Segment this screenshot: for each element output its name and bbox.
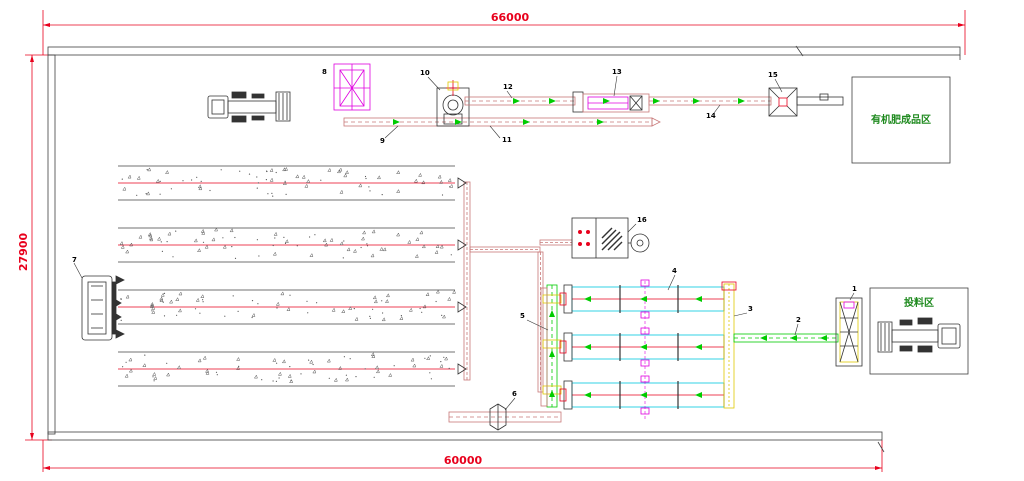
- label-12: 12: [503, 83, 513, 91]
- finished-product-zone: 有机肥成品区: [851, 76, 951, 164]
- building-outline: [47, 45, 961, 453]
- label-13: 13: [612, 68, 622, 76]
- top-dimension-label: 66000: [491, 11, 530, 24]
- flow-arrow-ferm-c-2: [695, 392, 702, 398]
- flow-arrows: [393, 98, 827, 398]
- chain-conveyor-3: [721, 281, 737, 409]
- label-7: 7: [72, 256, 77, 264]
- flow-arrow-vertical-0: [549, 310, 555, 317]
- label-10: 10: [420, 69, 430, 77]
- fermenters-4: [559, 279, 725, 420]
- flow-arrow-upper-3: [653, 98, 660, 104]
- blower-16: [571, 217, 650, 259]
- conveyor-9-11: [343, 117, 661, 127]
- flow-arrow-feed-1: [790, 335, 797, 341]
- flow-arrow-ferm-c-1: [695, 344, 702, 350]
- windrow-collector: [463, 181, 573, 393]
- windrows: [118, 165, 456, 387]
- flow-arrow-ferm-a-2: [584, 392, 591, 398]
- conveyor-14: [648, 96, 772, 106]
- tractor-top-icon: [207, 91, 291, 123]
- finished-product-zone-label: 有机肥成品区: [871, 113, 931, 126]
- flow-arrow-vertical-2: [549, 390, 555, 397]
- label-1: 1: [852, 285, 857, 293]
- label-14: 14: [706, 112, 716, 120]
- feeder-hopper-1: [835, 297, 863, 367]
- label-3: 3: [748, 305, 753, 313]
- label-11: 11: [502, 136, 512, 144]
- conveyor-12: [464, 96, 576, 106]
- label-15: 15: [768, 71, 778, 79]
- label-5: 5: [520, 312, 525, 320]
- windrow-end-markers: [457, 177, 467, 375]
- flow-arrow-vertical-1: [549, 350, 555, 357]
- windrow-1: [118, 165, 455, 201]
- flow-arrow-ferm-a-1: [584, 344, 591, 350]
- screen-unit-8: [333, 63, 371, 111]
- feeding-zone-label: 投料区: [904, 296, 934, 309]
- windrow-4: [118, 351, 455, 387]
- windrow-3: [118, 289, 456, 325]
- crusher-10: [436, 80, 470, 127]
- flow-arrow-lower-3: [597, 119, 604, 125]
- bottom-dimension-label: 60000: [444, 454, 483, 467]
- flow-arrow-ferm-c-0: [695, 296, 702, 302]
- label-4: 4: [672, 267, 677, 275]
- granulator-13: [572, 91, 650, 113]
- output-conveyor-6: [448, 403, 562, 431]
- flow-arrow-upper-4: [693, 98, 700, 104]
- dimension-bottom: 60000: [42, 440, 883, 472]
- flow-arrow-upper-2: [603, 98, 610, 104]
- flow-arrow-feed-2: [820, 335, 827, 341]
- label-6: 6: [512, 390, 517, 398]
- label-16: 16: [637, 216, 647, 224]
- flow-arrow-ferm-b-2: [640, 392, 647, 398]
- flow-arrow-feed-0: [760, 335, 767, 341]
- label-2: 2: [796, 316, 801, 324]
- packing-machine-15: [768, 87, 844, 117]
- left-dimension-label: 27900: [17, 233, 30, 272]
- flow-arrow-upper-0: [513, 98, 520, 104]
- flow-arrow-ferm-b-0: [640, 296, 647, 302]
- flow-arrow-lower-1: [455, 119, 462, 125]
- flow-arrow-lower-2: [523, 119, 530, 125]
- vertical-conveyor-5: [540, 284, 562, 408]
- flow-arrow-upper-5: [738, 98, 745, 104]
- turner-machine-7: [81, 275, 125, 341]
- flow-arrow-upper-1: [549, 98, 556, 104]
- dimension-left: 27900: [17, 54, 52, 441]
- flow-arrow-ferm-b-1: [640, 344, 647, 350]
- label-9: 9: [380, 137, 385, 145]
- windrow-2: [118, 227, 455, 263]
- label-8: 8: [322, 68, 327, 76]
- tractor-feeding-icon: [877, 317, 961, 353]
- flow-arrow-lower-0: [393, 119, 400, 125]
- dimension-top: 66000: [42, 10, 966, 55]
- feeding-zone: 投料区: [869, 287, 969, 375]
- flow-arrow-ferm-a-0: [584, 296, 591, 302]
